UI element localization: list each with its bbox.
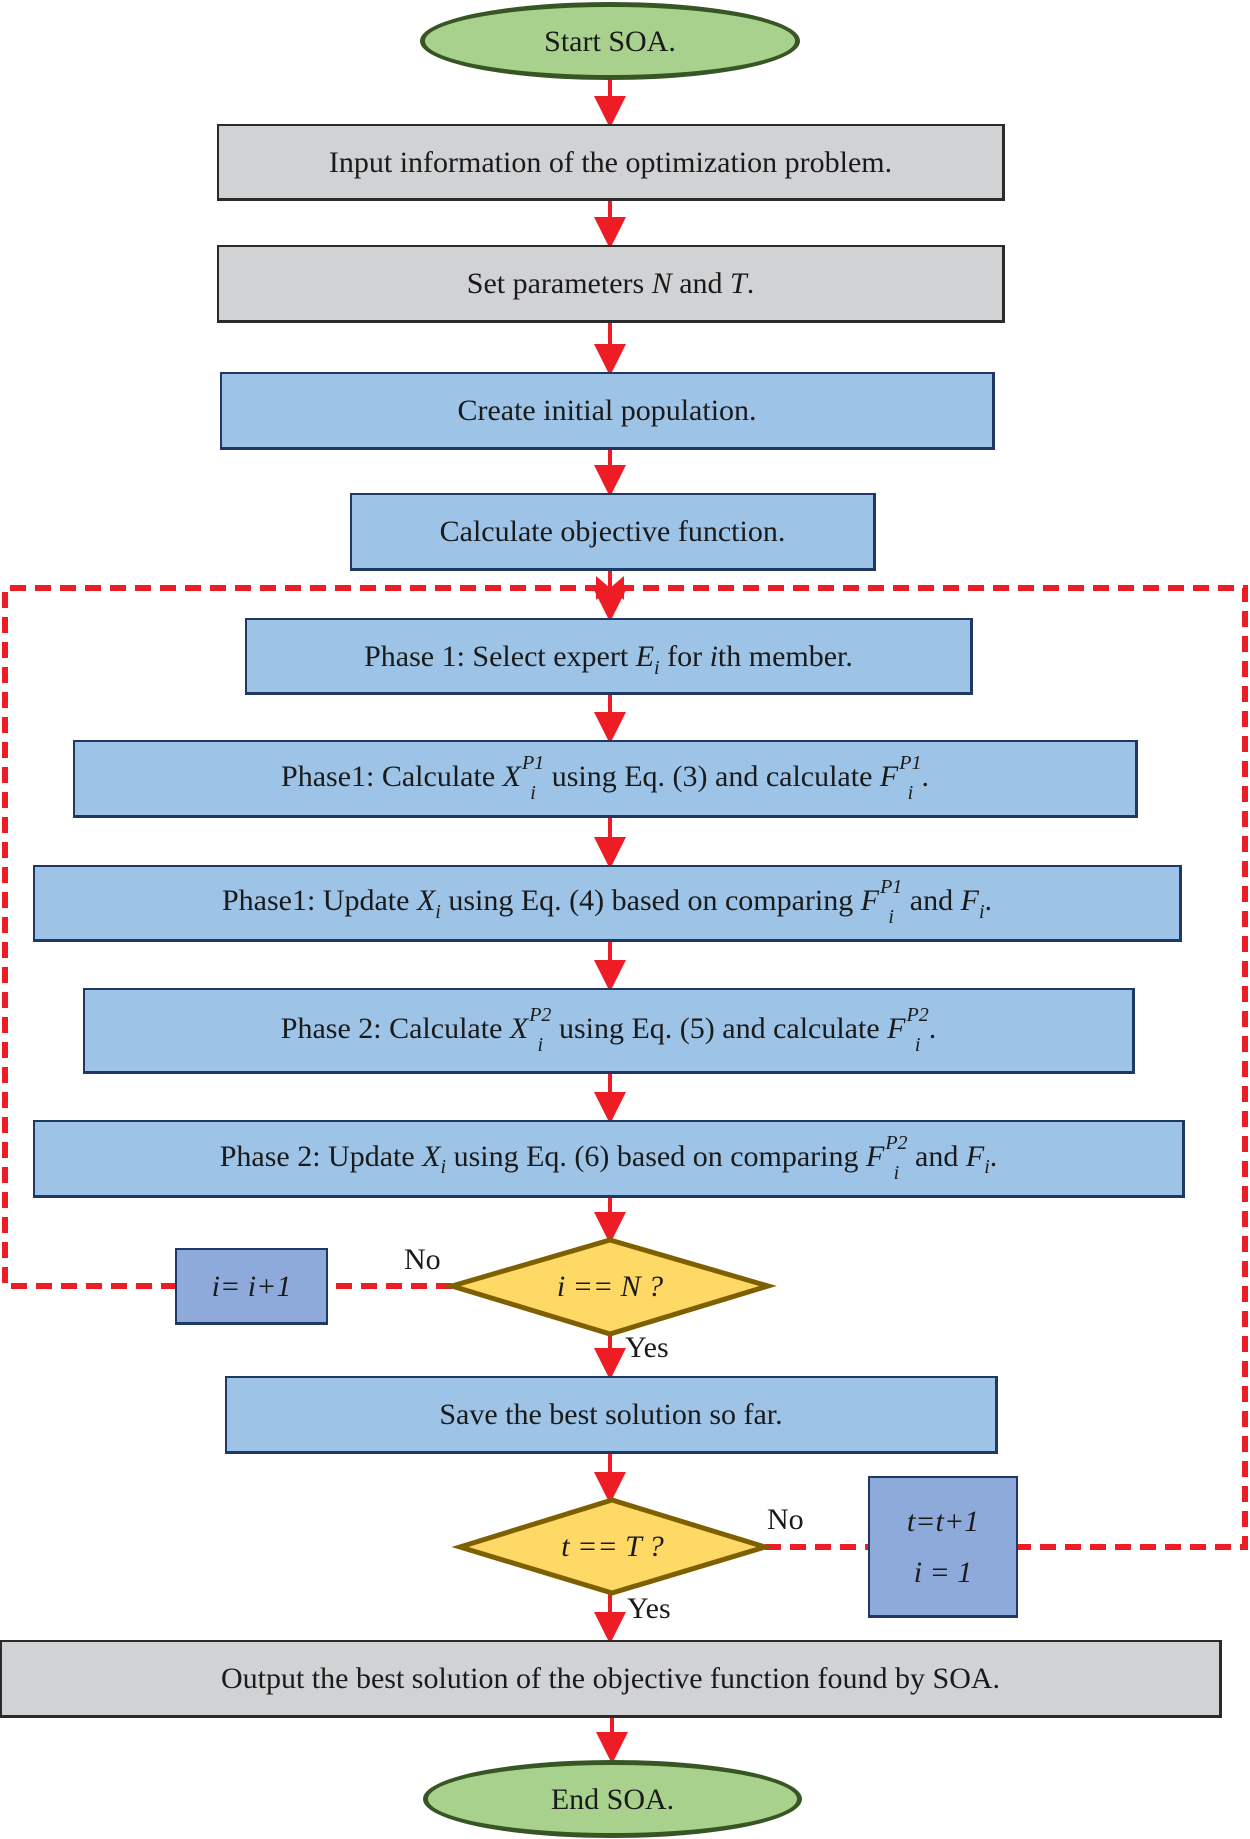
phase2-update-step: Phase 2: Update Xi using Eq. (6) based o… <box>33 1120 1185 1198</box>
loop-inner-arrowhead <box>596 576 610 600</box>
create-population-label: Create initial population. <box>457 394 757 427</box>
input-step: Input information of the optimization pr… <box>217 124 1005 201</box>
calc-objective-step: Calculate objective function. <box>350 493 876 571</box>
decision-i-shape <box>443 1237 777 1337</box>
reset-i-label: i = 1 <box>913 1555 973 1589</box>
output-step: Output the best solution of the objectiv… <box>0 1640 1222 1718</box>
output-label: Output the best solution of the objectiv… <box>220 1662 1001 1695</box>
decision-t-label: t == T ? <box>561 1529 664 1563</box>
phase1-update-step: Phase1: Update Xi using Eq. (4) based on… <box>33 865 1182 942</box>
start-label: Start SOA. <box>544 24 676 58</box>
increment-t-step: t=t+1 i = 1 <box>868 1476 1018 1618</box>
loop-outer-arrowhead <box>610 576 624 600</box>
end-terminal: End SOA. <box>423 1760 802 1838</box>
calc-objective-label: Calculate objective function. <box>439 515 786 548</box>
increment-t-label: t=t+1 <box>906 1504 980 1538</box>
create-population-step: Create initial population. <box>220 372 995 450</box>
save-best-label: Save the best solution so far. <box>439 1398 783 1431</box>
set-params-label: Set parameters N and T. <box>466 267 755 300</box>
set-params-step: Set parameters N and T. <box>217 245 1005 323</box>
decision-t-yes-label: Yes <box>627 1592 671 1625</box>
phase1-select-step: Phase 1: Select expert Ei for ith member… <box>245 618 973 695</box>
decision-i-yes-label: Yes <box>625 1331 669 1364</box>
increment-i-step: i= i+1 <box>175 1248 328 1325</box>
decision-t-shape <box>451 1497 774 1596</box>
decision-t-no-label: No <box>767 1503 804 1536</box>
start-terminal: Start SOA. <box>420 2 800 80</box>
phase1-select-label: Phase 1: Select expert Ei for ith member… <box>364 639 853 679</box>
end-label: End SOA. <box>550 1782 675 1816</box>
increment-i-label: i= i+1 <box>211 1269 292 1303</box>
decision-i-no-label: No <box>404 1243 441 1276</box>
phase1-update-label: Phase1: Update Xi using Eq. (4) based on… <box>221 876 993 928</box>
input-label: Input information of the optimization pr… <box>328 145 893 179</box>
loop-inner-dashed <box>2 585 596 1289</box>
phase2-update-label: Phase 2: Update Xi using Eq. (6) based o… <box>219 1131 998 1184</box>
save-best-step: Save the best solution so far. <box>225 1376 998 1454</box>
decision-i-label: i == N ? <box>556 1270 664 1303</box>
